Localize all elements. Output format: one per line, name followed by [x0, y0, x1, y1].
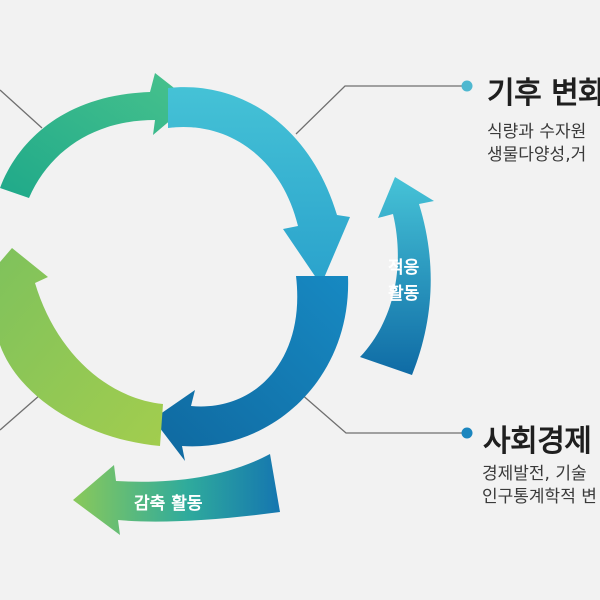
socio-bullet	[461, 427, 473, 439]
cycle-arrow-bottom	[153, 276, 349, 461]
socio-description: 경제발전, 기술 인구통계학적 변	[482, 463, 597, 509]
cycle-arrow-right	[168, 87, 350, 285]
socio-desc-line-2: 인구통계학적 변	[482, 487, 597, 507]
climate-desc-line-1: 식량과 수자원	[487, 122, 587, 142]
climate-heading: 기후 변화	[487, 76, 600, 111]
adaptation-arrow	[360, 177, 434, 375]
adaptation-label: 적응 활동	[388, 255, 419, 307]
connector-line-climate	[295, 85, 462, 135]
cycle-arrow-left	[0, 248, 163, 446]
adaptation-label-line-2: 활동	[388, 284, 420, 304]
mitigation-arrow	[73, 454, 280, 535]
socio-heading: 사회경제	[483, 424, 592, 459]
socio-desc-line-1: 경제발전, 기술	[482, 464, 587, 484]
climate-description: 식량과 수자원 생물다양성,거	[487, 121, 586, 167]
connector-line-top-left	[0, 89, 43, 129]
mitigation-label: 감축 활동	[134, 494, 203, 514]
connector-line-bottom-left	[0, 394, 41, 431]
connector-line-socio	[299, 392, 462, 434]
cycle-arrow-top	[0, 73, 192, 198]
climate-desc-line-2: 생물다양성,거	[487, 145, 587, 165]
climate-bullet	[461, 80, 473, 92]
adaptation-label-line-1: 적응	[388, 258, 420, 278]
